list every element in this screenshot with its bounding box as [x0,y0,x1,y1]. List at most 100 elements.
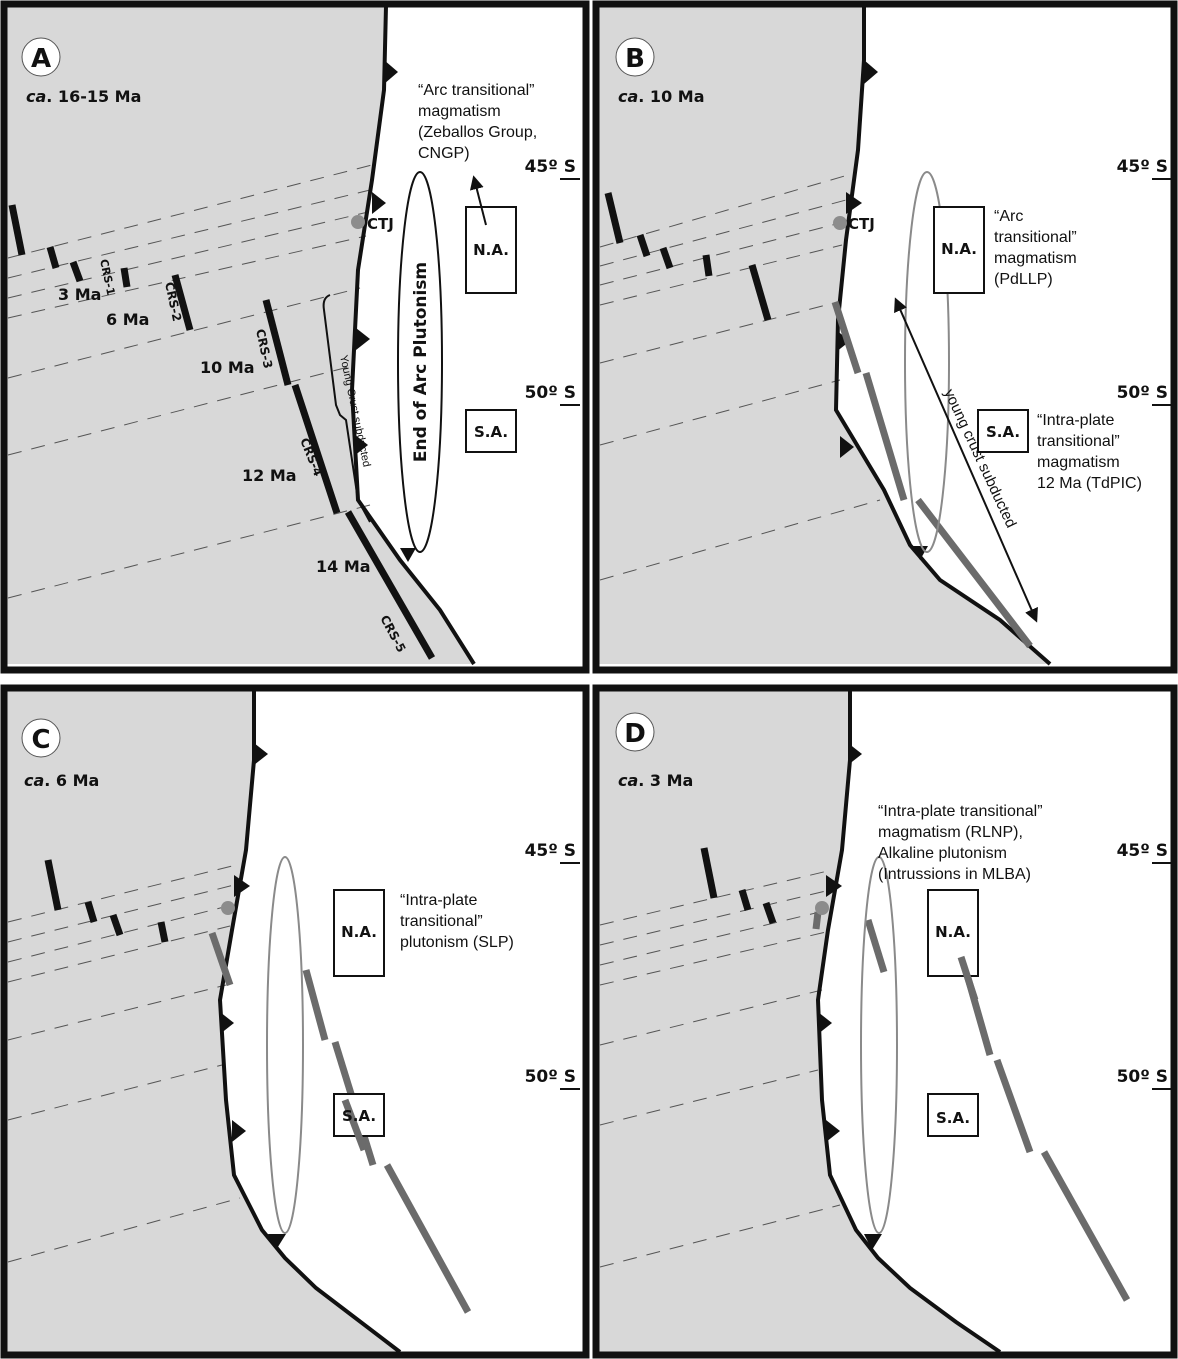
panel-b-age-prefix: ca [618,87,638,106]
panel-b-note-line: 12 Ma (TdPIC) [1037,475,1142,492]
panel-b-note-line: transitional” [994,229,1077,246]
panel-d-age-value: . 3 Ma [638,771,693,790]
panel-a-lat-50: 50º S [525,383,576,403]
panel-d-note: “Intra-plate transitional” magmatism (RL… [878,803,1043,883]
panel-a-note-line: magmatism [418,103,501,120]
panel-a-na-box [465,206,517,294]
panel-d-age-prefix: ca [618,771,638,790]
panel-c-trench [217,690,402,1354]
panel-c-sa-label: S.A. [342,1107,376,1125]
panel-d-frame [592,684,1178,1359]
panel-b-young-crust-arrow [894,297,1038,623]
panel-b-ocean [598,6,1050,664]
panel-a-sa-box [465,409,517,453]
panel-c-subduction-teeth [220,743,286,1250]
panel-a-ridge-segments [8,204,436,660]
panel-b-letter: B [625,44,645,74]
panel-d-age: ca. 3 Ma [618,771,693,790]
panel-c-subducted-ridge-overlay [341,1098,368,1152]
panel-c-na-label: N.A. [341,923,377,941]
panel-a-note-line: (Zeballos Group, [418,124,537,141]
panel-b-note-sa: “Intra-plate transitional” magmatism 12 … [1037,412,1142,492]
panel-d-na-box [927,889,979,977]
panel-c: N.A. S.A. “Intra-plate transitional” plu… [0,684,590,1359]
panel-b-note-line: transitional” [1037,433,1120,450]
panel-c-note-line: “Intra-plate [400,892,477,909]
panel-a-badge [21,37,61,77]
panel-a-age-prefix: ca [26,87,46,106]
panel-a-sa-label: S.A. [474,423,508,441]
panel-a-age-value: . 16-15 Ma [46,87,141,106]
panel-c-ctj-marker [221,901,235,915]
panel-a-note: “Arc transitional” magmatism (Zeballos G… [418,82,537,162]
panel-d: N.A. S.A. “Intra-plate transitional” mag… [592,684,1178,1359]
panel-b-na-label: N.A. [941,240,977,258]
panel-c-age-prefix: ca [24,771,44,790]
panel-c-ridge-segments [44,859,169,943]
panel-a-age-6ma: 6 Ma [106,310,149,329]
panel-b-note-line: magmatism [994,250,1077,267]
panel-d-arc-ellipse [860,856,898,1234]
panel-a: Young Crust subducted End of Arc Plutoni… [0,0,590,674]
panel-b: young crust subducted CTJ N.A. S.A. “Arc… [592,0,1178,674]
panel-a-trench [349,5,476,666]
panel-a-subduction-teeth [354,60,416,562]
panel-a-lat-45: 45º S [525,157,576,177]
panel-c-ocean [6,690,400,1352]
panel-c-na-box [333,889,385,977]
panel-c-lat-45: 45º S [525,841,576,861]
panel-a-note-line: CNGP) [418,145,470,162]
panel-a-na-arrow [469,175,487,226]
panel-c-arc-ellipse [266,856,304,1234]
panel-d-subducted-ridge-overlay [957,955,979,1002]
panel-a-ellipse-label: End of Arc Plutonism [411,262,431,462]
panel-c-note-line: transitional” [400,913,483,930]
panel-d-note-line: (Intrussions in MLBA) [878,866,1031,883]
panel-c-note: “Intra-plate transitional” plutonism (SL… [400,892,514,951]
panel-d-ocean [598,690,1000,1352]
panel-d-letter: D [624,719,646,749]
panel-d-sa-box [927,1093,979,1137]
panel-d-subducted-ridge-segments [812,911,1131,1302]
panel-c-age: ca. 6 Ma [24,771,99,790]
panel-a-fracture-zones [7,164,373,599]
panel-b-note-line: “Arc [994,208,1023,225]
panel-c-note-line: plutonism (SLP) [400,934,514,951]
panel-d-ridge-segments [700,847,777,925]
panel-d-badge [615,712,655,752]
panel-a-frame [0,0,590,674]
panel-c-age-value: . 6 Ma [44,771,99,790]
panel-d-lat-50: 50º S [1117,1067,1168,1087]
panel-b-lat-50: 50º S [1117,383,1168,403]
panel-a-young-crust-brace [322,294,371,523]
panel-c-frame [0,684,590,1359]
panel-c-fracture-zones [7,864,241,1263]
panel-d-subduction-teeth [818,743,882,1250]
panel-a-na-label: N.A. [473,241,509,259]
panel-a-age: ca. 16-15 Ma [26,87,141,106]
panel-b-note-line: “Intra-plate [1037,412,1114,429]
panel-b-ridge-segments [604,192,772,321]
panel-b-fracture-zones [599,174,881,581]
panel-a-ctj-label: CTJ [367,215,394,233]
panel-b-ctj-marker [833,216,847,230]
panel-a-letter: A [31,44,51,74]
panel-d-lat-45: 45º S [1117,841,1168,861]
panel-a-note-line: “Arc transitional” [418,82,534,99]
panel-d-note-line: magmatism (RLNP), [878,824,1023,841]
panel-d-sa-label: S.A. [936,1109,970,1127]
panel-d-note-line: Alkaline plutonism [878,845,1007,862]
panel-c-badge [21,718,61,758]
panel-b-note-line: magmatism [1037,454,1120,471]
panel-b-note-na: “Arc transitional” magmatism (PdLLP) [994,208,1077,288]
panel-b-ctj-label: CTJ [848,215,875,233]
panel-d-na-label: N.A. [935,923,971,941]
panel-a-age-10ma: 10 Ma [200,358,255,377]
panel-d-note-line: “Intra-plate transitional” [878,803,1043,820]
panel-b-age: ca. 10 Ma [618,87,704,106]
panel-b-frame [592,0,1178,674]
panel-b-badge [615,37,655,77]
panel-b-sa-box [977,409,1029,453]
panel-a-age-3ma: 3 Ma [58,285,101,304]
